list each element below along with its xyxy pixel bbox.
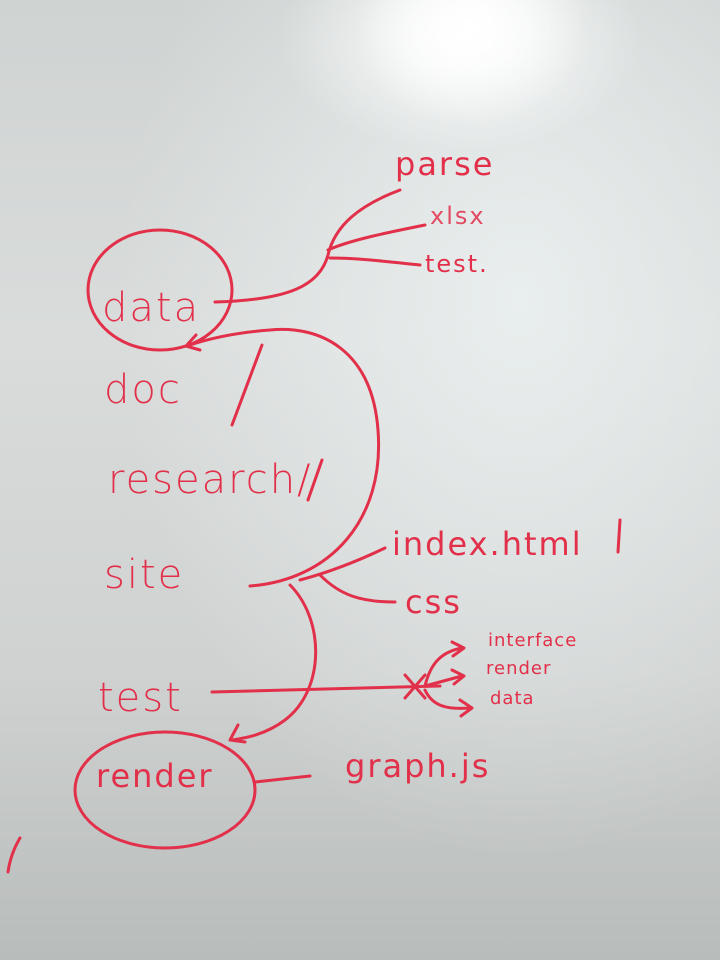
to-render-head [450, 668, 466, 686]
test-child-interface: interface [488, 630, 578, 651]
data-child-test: test. [425, 250, 489, 278]
to-interface-branch [423, 646, 464, 688]
test-arrow-cross [403, 673, 427, 700]
site-to-data-arc [188, 327, 381, 588]
site-child-index-html: index.html [392, 525, 583, 563]
site-to-render-arc [230, 583, 318, 742]
render-circle [73, 730, 257, 850]
dir-data: data [102, 285, 201, 331]
render-child-graph-js: graph.js [345, 747, 491, 785]
test-arrow-line [210, 684, 442, 694]
doc-slash [230, 343, 264, 427]
data-arrowhead [184, 333, 202, 352]
dir-test: test [98, 675, 183, 721]
research-slash [306, 458, 324, 502]
site-child-css: css [405, 583, 462, 621]
data-child-parse: parse [395, 145, 495, 183]
render-arrowhead [228, 723, 247, 744]
test-child-data: data [490, 688, 535, 709]
test-child-render: render [486, 658, 552, 679]
to-data-head [458, 698, 474, 718]
dir-render: render [96, 757, 214, 795]
dir-research: research/ [108, 457, 313, 503]
data-to-test-line [328, 256, 422, 267]
index-end-bar [616, 518, 622, 554]
data-child-xlsx: xlsx [430, 202, 486, 230]
to-interface-head [450, 640, 466, 658]
to-data-branch [423, 688, 472, 710]
to-render-branch [423, 674, 464, 688]
render-to-graph-line [253, 774, 312, 784]
dir-doc: doc [104, 367, 182, 413]
data-to-children-line [213, 188, 402, 304]
data-to-xlsx-line [326, 223, 427, 252]
dir-site: site [104, 552, 185, 598]
data-circle [86, 228, 234, 352]
site-to-css-line [318, 573, 397, 604]
site-to-index-line [298, 546, 387, 582]
stray-mark [6, 836, 22, 874]
